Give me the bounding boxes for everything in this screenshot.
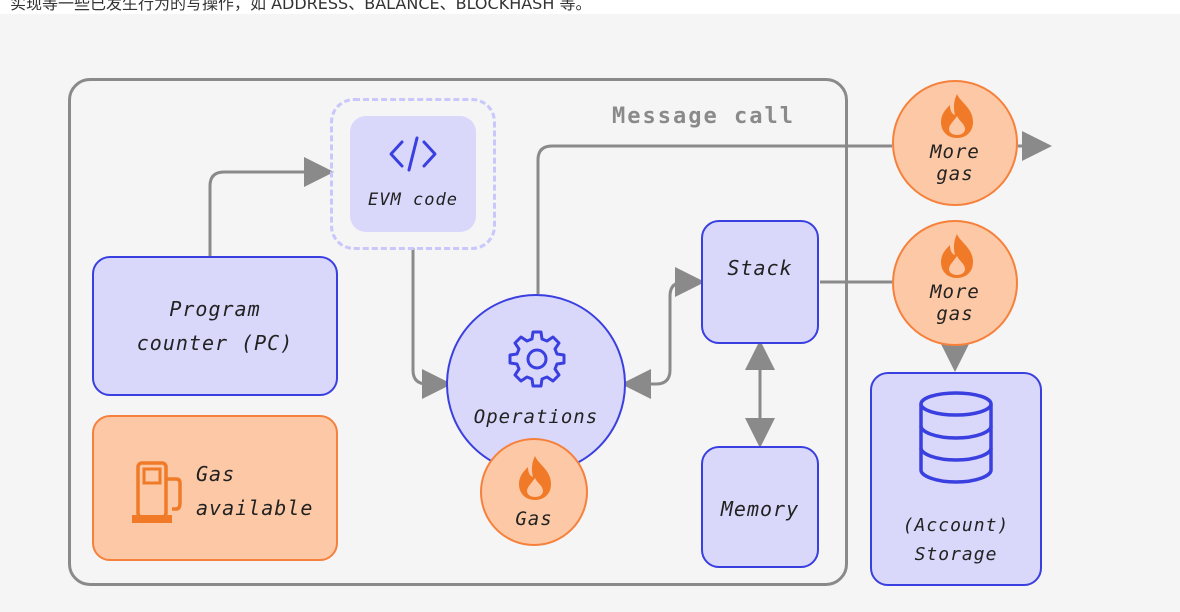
gas-circle: Gas (480, 438, 588, 546)
evm-diagram: Message call EVM code Program counter (P… (0, 14, 1180, 612)
connectors (208, 131, 1052, 448)
arrow-operations-stack (621, 267, 705, 399)
gas-available-label: Gas available (196, 462, 314, 520)
program-counter-label: Program counter (PC) (136, 297, 294, 355)
stack-label: Stack (727, 255, 793, 280)
arrow-code-to-operations (411, 248, 452, 399)
storage-label: (Account) Storage (902, 515, 1010, 565)
message-call-label: Message call (612, 104, 795, 129)
operations-label: Operations (473, 406, 599, 428)
memory-box: Memory (701, 446, 819, 568)
page-text-partial: 实现等一些已发生行为的写操作，如 ADDRESS、BALANCE、BLOCKHA… (0, 0, 1180, 14)
gas-label: Gas (515, 508, 553, 530)
memory-label: Memory (720, 496, 800, 521)
evm-frame (68, 78, 848, 586)
evm-code-label: EVM code (368, 190, 458, 210)
gas-available-box: Gas available (92, 415, 338, 561)
line-operations-to-message-call (536, 144, 892, 294)
arrow-pc-to-code (208, 157, 334, 256)
flame-icon (519, 456, 551, 500)
database-icon (919, 391, 993, 484)
more-gas-top-circle: More gas (892, 80, 1018, 206)
flame-icon (941, 234, 973, 278)
more-gas-top-label: More gas (930, 141, 980, 185)
gear-icon (508, 330, 566, 388)
code-icon (389, 136, 437, 172)
storage-box: (Account) Storage (870, 372, 1042, 586)
fuel-pump-icon (132, 461, 182, 523)
page-text-partial-label: 实现等一些已发生行为的写操作，如 ADDRESS、BALANCE、BLOCKHA… (10, 0, 592, 13)
program-counter-box: Program counter (PC) (92, 256, 338, 396)
stack-box: Stack (701, 220, 819, 344)
more-gas-mid-circle: More gas (892, 220, 1018, 346)
evm-code-box: EVM code (350, 116, 476, 232)
flame-icon (941, 94, 973, 138)
evm-code-outer (330, 98, 496, 250)
more-gas-mid-label: More gas (930, 281, 980, 325)
